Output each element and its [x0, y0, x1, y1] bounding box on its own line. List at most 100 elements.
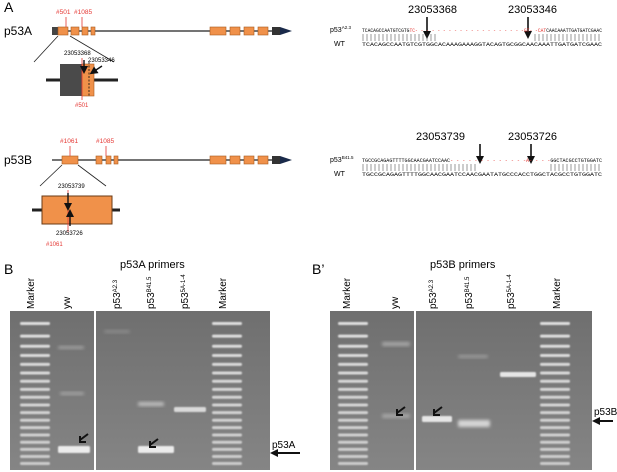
lane-label: p535A-1-4	[506, 274, 517, 309]
exon-block	[61, 155, 79, 165]
exon-block	[95, 155, 103, 165]
gel-band	[212, 433, 242, 437]
gel-lane-labels-b: Marker yw p53A2.3 p53B41.5 p535A-1-4 Mar…	[342, 274, 563, 309]
gel-band	[338, 426, 368, 430]
exon-block	[209, 26, 227, 36]
gel-bands	[20, 322, 242, 465]
lane-label: yw	[390, 296, 401, 309]
lane-label: Marker	[26, 277, 37, 309]
gel-band	[338, 403, 368, 407]
zoom-coord: 23053368	[64, 51, 91, 57]
gel-lane-labels-a: Marker yw p53A2.3 p53B41.5 p535A-1-4 Mar…	[26, 274, 229, 309]
guide-label-1061: #1061	[60, 138, 78, 145]
gel-band	[20, 362, 50, 366]
zoom-line	[69, 35, 115, 63]
lane-label: p53B41.5	[146, 276, 157, 309]
gel-band	[540, 426, 570, 430]
gel-band	[20, 354, 50, 358]
band-arrowhead-icon	[396, 406, 406, 416]
exon-block	[113, 155, 119, 165]
gel-band	[212, 395, 242, 399]
gel-band	[338, 344, 368, 348]
gel-band	[540, 334, 570, 338]
gel-band	[540, 462, 570, 465]
gel-arrow-label: p53B	[594, 407, 617, 418]
exon-block	[57, 26, 69, 36]
gel-band	[138, 402, 164, 406]
exon-block	[70, 26, 80, 36]
gel-band	[20, 426, 50, 430]
gel-band	[540, 344, 570, 348]
gel-image-b	[330, 311, 592, 470]
coord-label: 23053346	[508, 4, 557, 16]
gel-band	[174, 407, 206, 412]
gel-band	[212, 354, 242, 358]
gel-band	[60, 392, 84, 395]
gel-band	[540, 322, 570, 325]
gel-band	[20, 433, 50, 437]
gel-band	[212, 379, 242, 383]
band-arrowhead-icon	[149, 438, 159, 448]
gel-band	[212, 426, 242, 430]
gel-band	[138, 446, 174, 453]
gel-band	[212, 418, 242, 422]
lane-label: p535A-1-4	[180, 274, 191, 309]
gel-band	[338, 462, 368, 465]
gel-band	[540, 379, 570, 383]
gel-band	[540, 411, 570, 415]
gel-band	[422, 416, 452, 422]
gel-band	[540, 440, 570, 444]
guide-label-501: #501	[56, 9, 71, 16]
mutant-label: p53B41.5	[330, 155, 354, 164]
zoom-line	[39, 164, 63, 187]
gel-band	[338, 395, 368, 399]
gel-band	[540, 387, 570, 391]
panel-label-a: A	[4, 0, 14, 15]
zoom-coord: 23053726	[56, 231, 83, 237]
gel-title: p53A primers	[120, 259, 185, 271]
exon-block	[243, 155, 255, 165]
gel-band	[20, 403, 50, 407]
zoom-line	[33, 35, 59, 63]
exon-block	[229, 155, 241, 165]
lane-label: Marker	[552, 277, 563, 309]
gel-band	[338, 433, 368, 437]
gene-label-p53b: p53B	[4, 153, 32, 167]
gel-band	[458, 420, 490, 427]
alignment-match-bars	[362, 164, 600, 171]
gel-band	[20, 462, 50, 465]
gel-band	[540, 395, 570, 399]
gel-band	[540, 454, 570, 458]
gel-band	[212, 440, 242, 444]
gel-band	[212, 387, 242, 391]
gel-band	[500, 372, 536, 377]
gel-band	[20, 395, 50, 399]
zoom-line	[77, 164, 107, 187]
utr-block	[272, 156, 280, 164]
exon-block	[209, 155, 227, 165]
coord-label: 23053368	[408, 4, 457, 16]
gel-band	[212, 454, 242, 458]
mutant-sequence: TGCCGCAGAGTTTTGGCAACGAATCCAAC- - - - - -…	[362, 157, 603, 164]
exon-block	[257, 26, 269, 36]
gel-arrow-label: p53A	[272, 440, 296, 451]
gel-band	[20, 344, 50, 348]
gene-model-p53a: p53A #501 #1085 23053368 23053346 #501	[4, 9, 292, 109]
wt-sequence: TCACAGCCAATGTCGTGGCACAAAGAAAGGTACAGTGCGG…	[362, 41, 603, 48]
gel-band	[104, 330, 130, 333]
gel-band	[338, 371, 368, 375]
lane-label: p53B41.5	[464, 276, 475, 309]
gel-band	[58, 346, 84, 349]
gel-band	[20, 334, 50, 338]
gel-band	[540, 403, 570, 407]
alignment-p53a: 23053368 23053346 p53A2.3 TCACAGCCAATGTC…	[330, 4, 603, 48]
gene-model-p53b: p53B #1061 #1085 23053739 23053726 #1061	[4, 138, 292, 248]
gel-band	[540, 362, 570, 366]
exon-block	[243, 26, 255, 36]
gel-band	[338, 440, 368, 444]
gel-band	[212, 344, 242, 348]
gel-band	[540, 354, 570, 358]
cut-arrow-icon	[89, 65, 103, 75]
gel-band	[338, 322, 368, 325]
